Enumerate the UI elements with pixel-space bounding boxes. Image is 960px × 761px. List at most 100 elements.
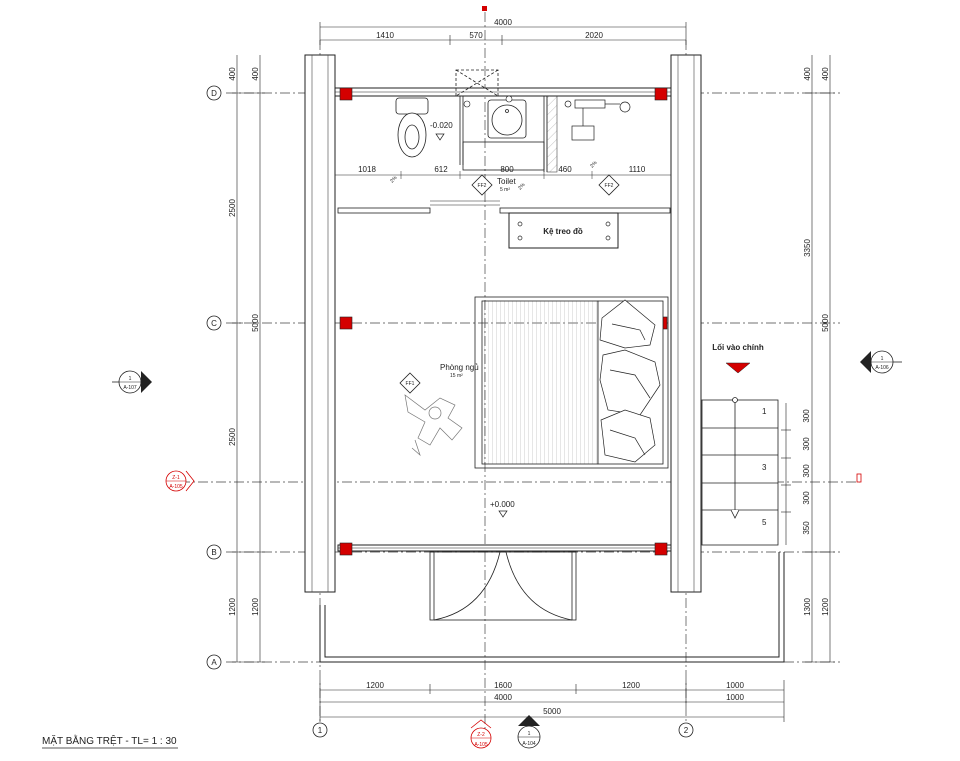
svg-text:2%: 2%	[389, 175, 399, 185]
right-dimensions	[781, 55, 835, 663]
stair-number: 5	[762, 518, 767, 527]
slope-marks: 2% 2% 2%	[389, 160, 599, 192]
finish-tag-ff2: FF2	[471, 174, 493, 196]
person-figure-icon	[404, 394, 463, 457]
bedroom-name: Phòng ngủ	[440, 363, 479, 372]
dim-bottom: 1000	[726, 681, 744, 690]
dim-toilet: 1018	[358, 165, 376, 174]
dim-right-outer: 400	[821, 67, 830, 81]
section-mark-red-bottom: Z-2 A-105	[470, 719, 492, 749]
left-dimensions	[232, 55, 265, 663]
dim-top-part: 2020	[585, 31, 603, 40]
dim-left-outer: 400	[228, 67, 237, 81]
stair-number: 1	[762, 407, 767, 416]
section-mark-right: 1 A-106	[860, 350, 902, 374]
dim-bottom: 1600	[494, 681, 512, 690]
svg-text:C: C	[211, 319, 217, 328]
right-marker	[856, 473, 862, 483]
svg-text:FF1: FF1	[406, 381, 415, 387]
toilet-wall-hatch	[546, 95, 558, 173]
svg-text:1: 1	[318, 726, 323, 735]
section-mark-bottom: 1 A-104	[517, 715, 541, 749]
section-mark-red-left: Z-1 A-105	[165, 470, 195, 492]
toilet-partitions	[455, 69, 548, 172]
toilet-bowl-icon	[395, 97, 429, 158]
dim-bottom: 1200	[366, 681, 384, 690]
svg-text:FF2: FF2	[478, 183, 487, 189]
svg-text:A-105: A-105	[474, 742, 488, 748]
grid-bubble-c: C	[206, 315, 222, 331]
grid-bubble-d: D	[206, 85, 222, 101]
dim-bottom: 1000	[726, 693, 744, 702]
svg-text:1: 1	[528, 731, 531, 737]
wall-front	[337, 544, 672, 552]
svg-text:Z-2: Z-2	[477, 732, 485, 738]
toilet-name: Toilet	[497, 177, 516, 186]
svg-text:A-107: A-107	[123, 385, 137, 391]
bedroom-area: 15 m²	[450, 373, 463, 379]
wall-top	[334, 87, 672, 97]
dim-stair: 300	[802, 491, 811, 505]
wall-right	[670, 54, 702, 593]
svg-text:Z-1: Z-1	[172, 475, 180, 481]
level-triangle-icon	[435, 133, 445, 141]
dim-top-total: 4000	[494, 18, 512, 27]
porch-outline	[319, 552, 785, 663]
svg-text:1: 1	[129, 376, 132, 382]
shower-icon	[564, 99, 631, 141]
dim-stair: 300	[802, 409, 811, 423]
dim-toilet: 800	[500, 165, 514, 174]
svg-text:FF2: FF2	[605, 183, 614, 189]
dim-right-inner: 3350	[803, 239, 812, 257]
floor-drain-icon	[463, 95, 513, 108]
dim-left-inner: 1200	[251, 598, 260, 616]
stairs	[701, 397, 779, 546]
dim-stair: 350	[802, 521, 811, 535]
finish-tag-ff1: FF1	[399, 372, 421, 394]
stair-number: 3	[762, 463, 767, 472]
front-door	[429, 551, 577, 621]
grid-bubble-b: B	[206, 544, 222, 560]
section-mark-left: 1 A-107	[112, 370, 152, 394]
dim-toilet: 1110	[629, 165, 646, 174]
drawing-title: MẶT BẰNG TRỆT - TL= 1 : 30	[42, 734, 177, 747]
dim-right-outer: 5000	[821, 314, 830, 332]
entrance-label: Lối vào chính	[712, 343, 764, 352]
svg-text:2%: 2%	[589, 160, 599, 170]
level-triangle-icon	[498, 510, 508, 518]
svg-text:A-104: A-104	[522, 741, 536, 747]
svg-text:2%: 2%	[517, 182, 527, 192]
top-dimensions	[319, 22, 687, 45]
toilet-dimensions	[335, 171, 671, 179]
dim-stair: 300	[802, 464, 811, 478]
dim-bottom-total: 5000	[543, 707, 561, 716]
svg-text:D: D	[211, 89, 217, 98]
dim-right-outer: 1200	[821, 598, 830, 616]
finish-tag-ff2: FF2	[598, 174, 620, 196]
entrance-arrow-icon	[725, 362, 751, 374]
svg-text:B: B	[211, 548, 216, 557]
dim-left-outer: 1200	[228, 598, 237, 616]
svg-text:A: A	[211, 658, 217, 667]
dim-right-inner: 1300	[803, 598, 812, 616]
level-toilet: -0.020	[430, 121, 453, 130]
top-marker	[482, 6, 487, 11]
pillow-icon	[599, 299, 661, 463]
dim-bottom: 1200	[622, 681, 640, 690]
grid-bubble-a: A	[206, 654, 222, 670]
bottom-dimensions	[319, 680, 785, 722]
dim-stair: 300	[802, 437, 811, 451]
dim-right-inner: 400	[803, 67, 812, 81]
grid-bubble-1: 1	[312, 722, 328, 738]
dim-bottom: 4000	[494, 693, 512, 702]
hanging-shelf: Kệ treo đồ	[508, 212, 619, 249]
basin-icon	[487, 99, 527, 139]
svg-text:2: 2	[684, 726, 689, 735]
dim-toilet: 460	[558, 165, 572, 174]
wall-toilet-bottom	[337, 200, 671, 214]
grid-bubble-2: 2	[678, 722, 694, 738]
svg-text:A-105: A-105	[169, 484, 183, 490]
svg-text:A-106: A-106	[875, 365, 889, 371]
dim-top-part: 570	[469, 31, 483, 40]
